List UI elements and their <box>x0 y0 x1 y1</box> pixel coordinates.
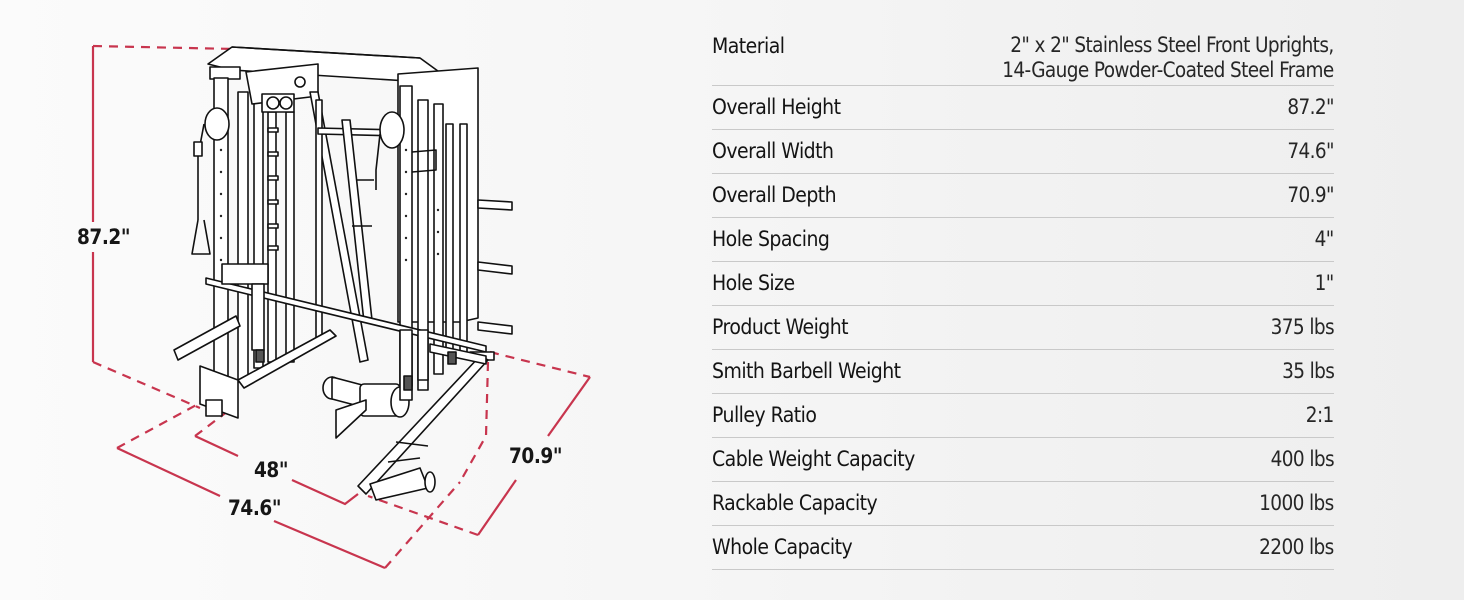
spec-row-cable-weight-capacity: Cable Weight Capacity 400 lbs <box>712 438 1335 482</box>
spec-value: 2:1 <box>1306 403 1335 427</box>
spec-row-overall-depth: Overall Depth 70.9" <box>712 174 1335 218</box>
spec-value-line: 2" x 2" Stainless Steel Front Uprights, <box>1010 33 1335 57</box>
dimension-lines <box>91 44 591 570</box>
spec-label: Cable Weight Capacity <box>712 447 915 471</box>
spec-label: Whole Capacity <box>712 535 853 559</box>
spec-value: 375 lbs <box>1270 315 1335 339</box>
spec-value: 4" <box>1314 227 1335 251</box>
spec-label: Overall Depth <box>712 183 837 207</box>
inner-width-dimension-label: 48" <box>254 458 289 482</box>
spec-value: 35 lbs <box>1281 359 1335 383</box>
spec-row-hole-spacing: Hole Spacing 4" <box>712 218 1335 262</box>
spec-label: Material <box>712 34 785 58</box>
specifications-table: Material 2" x 2" Stainless Steel Front U… <box>712 30 1335 570</box>
spec-row-overall-height: Overall Height 87.2" <box>712 86 1335 130</box>
spec-label: Pulley Ratio <box>712 403 817 427</box>
spec-row-rackable-capacity: Rackable Capacity 1000 lbs <box>712 482 1335 526</box>
spec-label: Overall Height <box>712 95 841 119</box>
spec-label: Smith Barbell Weight <box>712 359 901 383</box>
spec-label: Overall Width <box>712 139 834 163</box>
spec-value: 400 lbs <box>1270 447 1335 471</box>
spec-value: 74.6" <box>1287 139 1334 163</box>
spec-label: Hole Size <box>712 271 795 295</box>
spec-value: 2200 lbs <box>1259 535 1335 559</box>
spec-label: Hole Spacing <box>712 227 830 251</box>
smith-machine-illustration <box>91 44 591 570</box>
frame-holes <box>219 148 440 262</box>
spec-row-smith-barbell-weight: Smith Barbell Weight 35 lbs <box>712 350 1335 394</box>
spec-row-material: Material 2" x 2" Stainless Steel Front U… <box>712 30 1335 86</box>
spec-row-hole-size: Hole Size 1" <box>712 262 1335 306</box>
spec-row-product-weight: Product Weight 375 lbs <box>712 306 1335 350</box>
product-dimension-diagram: 87.2" 48" 74.6" 70.9" <box>0 0 690 600</box>
spec-value-line: 14-Gauge Powder-Coated Steel Frame <box>1002 58 1335 82</box>
spec-row-whole-capacity: Whole Capacity 2200 lbs <box>712 526 1335 570</box>
spec-value: 87.2" <box>1287 95 1334 119</box>
spec-row-pulley-ratio: Pulley Ratio 2:1 <box>712 394 1335 438</box>
height-dimension-label: 87.2" <box>77 225 131 249</box>
spec-value: 1" <box>1314 271 1335 295</box>
spec-label: Rackable Capacity <box>712 491 878 515</box>
spec-value: 70.9" <box>1287 183 1334 207</box>
spec-value: 2" x 2" Stainless Steel Front Uprights, … <box>1002 33 1335 83</box>
spec-label: Product Weight <box>712 315 849 339</box>
spec-value: 1000 lbs <box>1259 491 1335 515</box>
machine-frame <box>173 46 513 501</box>
width-dimension-label: 74.6" <box>228 496 282 520</box>
spec-row-overall-width: Overall Width 74.6" <box>712 130 1335 174</box>
depth-dimension-label: 70.9" <box>509 444 563 468</box>
